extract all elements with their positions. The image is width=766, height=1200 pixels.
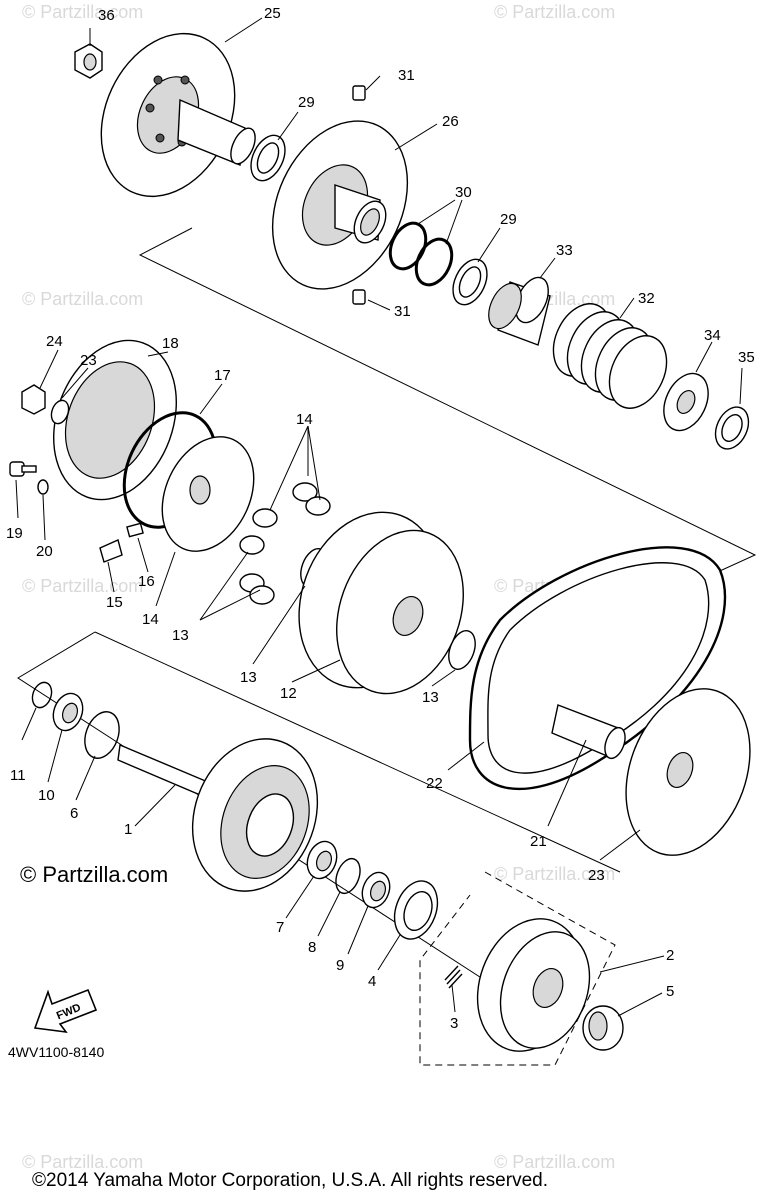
part-35-seal <box>714 406 750 450</box>
part-15-cam <box>161 436 255 552</box>
callout-25: 23 <box>80 352 97 369</box>
partzilla-logo: © Partzilla.com <box>20 862 168 887</box>
callout-27: 25 <box>264 5 281 22</box>
part-29-collar <box>250 134 286 182</box>
callout-11: 11 <box>10 767 26 784</box>
callout-30: 30 <box>455 184 472 201</box>
part-27-fixed-sheave <box>100 32 256 198</box>
part-5-nut <box>582 1005 624 1051</box>
copyright-notice: ©2014 Yamaha Motor Corporation, U.S.A. A… <box>32 1170 548 1191</box>
callout-31: 31 <box>398 67 415 84</box>
callout-16: 15 <box>106 594 123 611</box>
leader-lines <box>15 17 743 1017</box>
callout-13b: 13 <box>422 689 439 706</box>
diagram-code: 4WV1100-8140 <box>8 1044 104 1060</box>
callout-2: 2 <box>666 947 674 964</box>
callout-12: 12 <box>280 685 297 702</box>
secondary-group-outline <box>94 631 621 873</box>
callout-1: 1 <box>124 821 132 838</box>
part-14-weights <box>239 482 331 605</box>
callout-23: 22 <box>426 775 443 792</box>
callout-13: 13 <box>240 669 257 686</box>
part-9-collar <box>361 871 391 909</box>
part-8-circlip <box>335 857 361 895</box>
watermark: © Partzilla.com <box>22 1152 143 1172</box>
part-21-washer <box>37 479 49 495</box>
part-7-bearing <box>306 840 338 880</box>
part-2-clutch-carrier <box>476 918 591 1052</box>
part-24-secondary-fan <box>625 688 751 856</box>
part-33-guide <box>488 276 551 346</box>
part-30-orings <box>388 221 454 287</box>
part-22-collar <box>551 704 626 760</box>
part-17-slider <box>126 522 144 538</box>
callout-18: 17 <box>214 367 231 384</box>
callout-20: 19 <box>6 525 23 542</box>
callout-6: 6 <box>70 805 78 822</box>
watermark: © Partzilla.com <box>22 2 143 22</box>
callout-35: 35 <box>738 349 755 366</box>
part-23-v-belt <box>468 546 727 791</box>
fwd-arrow-icon: FWD <box>33 988 98 1034</box>
part-10-bearing <box>52 692 84 732</box>
part-12-primary-sheave <box>298 511 464 695</box>
callout-15: 14 <box>142 611 159 628</box>
part-34-washer <box>663 372 709 432</box>
part-16-holder <box>99 539 123 563</box>
callout-26: 24 <box>46 333 63 350</box>
callout-8: 8 <box>308 939 316 956</box>
callout-22: 21 <box>530 833 547 850</box>
part-3-spring <box>444 965 463 989</box>
part-26-nut <box>21 384 46 415</box>
clutch-dashed-outline <box>419 871 616 1066</box>
callout-4: 4 <box>368 973 376 990</box>
callout-3: 3 <box>450 1015 458 1032</box>
callout-36: 36 <box>98 7 115 24</box>
part-29-collar-b <box>452 258 488 306</box>
callout-14b: 13 <box>172 627 189 644</box>
callout-29: 29 <box>298 94 315 111</box>
callout-14: 14 <box>296 411 313 428</box>
part-20-bolt <box>9 461 37 477</box>
callout-numbers: 36 25 31 29 26 30 29 33 32 31 34 35 24 2… <box>6 5 755 1032</box>
callout-17: 16 <box>138 573 155 590</box>
part-4-bearing <box>393 880 439 940</box>
callout-10: 10 <box>38 787 55 804</box>
part-28-sliding-sheave <box>271 120 409 290</box>
part-25-washer <box>50 399 70 425</box>
watermark: © Partzilla.com <box>494 2 615 22</box>
callout-28: 26 <box>442 113 459 130</box>
group-boundary-lines <box>17 227 757 1066</box>
callout-7: 7 <box>276 919 284 936</box>
callout-29b: 29 <box>500 211 517 228</box>
secondary-group-outline <box>17 631 501 991</box>
callout-21: 20 <box>36 543 53 560</box>
callout-5: 5 <box>666 983 674 1000</box>
part-32-spring <box>552 303 668 409</box>
watermark: © Partzilla.com <box>22 576 143 596</box>
part-1-clutch-housing <box>117 738 319 892</box>
callout-32: 32 <box>638 290 655 307</box>
callout-24: 23 <box>588 867 605 884</box>
watermark: © Partzilla.com <box>494 864 615 884</box>
watermark: © Partzilla.com <box>494 1152 615 1172</box>
part-11-circlip <box>31 681 53 709</box>
callout-33: 33 <box>556 242 573 259</box>
callout-19: 18 <box>162 335 179 352</box>
part-36-nut <box>74 43 103 79</box>
callout-34: 34 <box>704 327 721 344</box>
part-31-pins <box>352 85 366 305</box>
callout-31b: 31 <box>394 303 411 320</box>
primary-group-outline <box>138 227 757 581</box>
callout-9: 9 <box>336 957 344 974</box>
watermark: © Partzilla.com <box>22 289 143 309</box>
